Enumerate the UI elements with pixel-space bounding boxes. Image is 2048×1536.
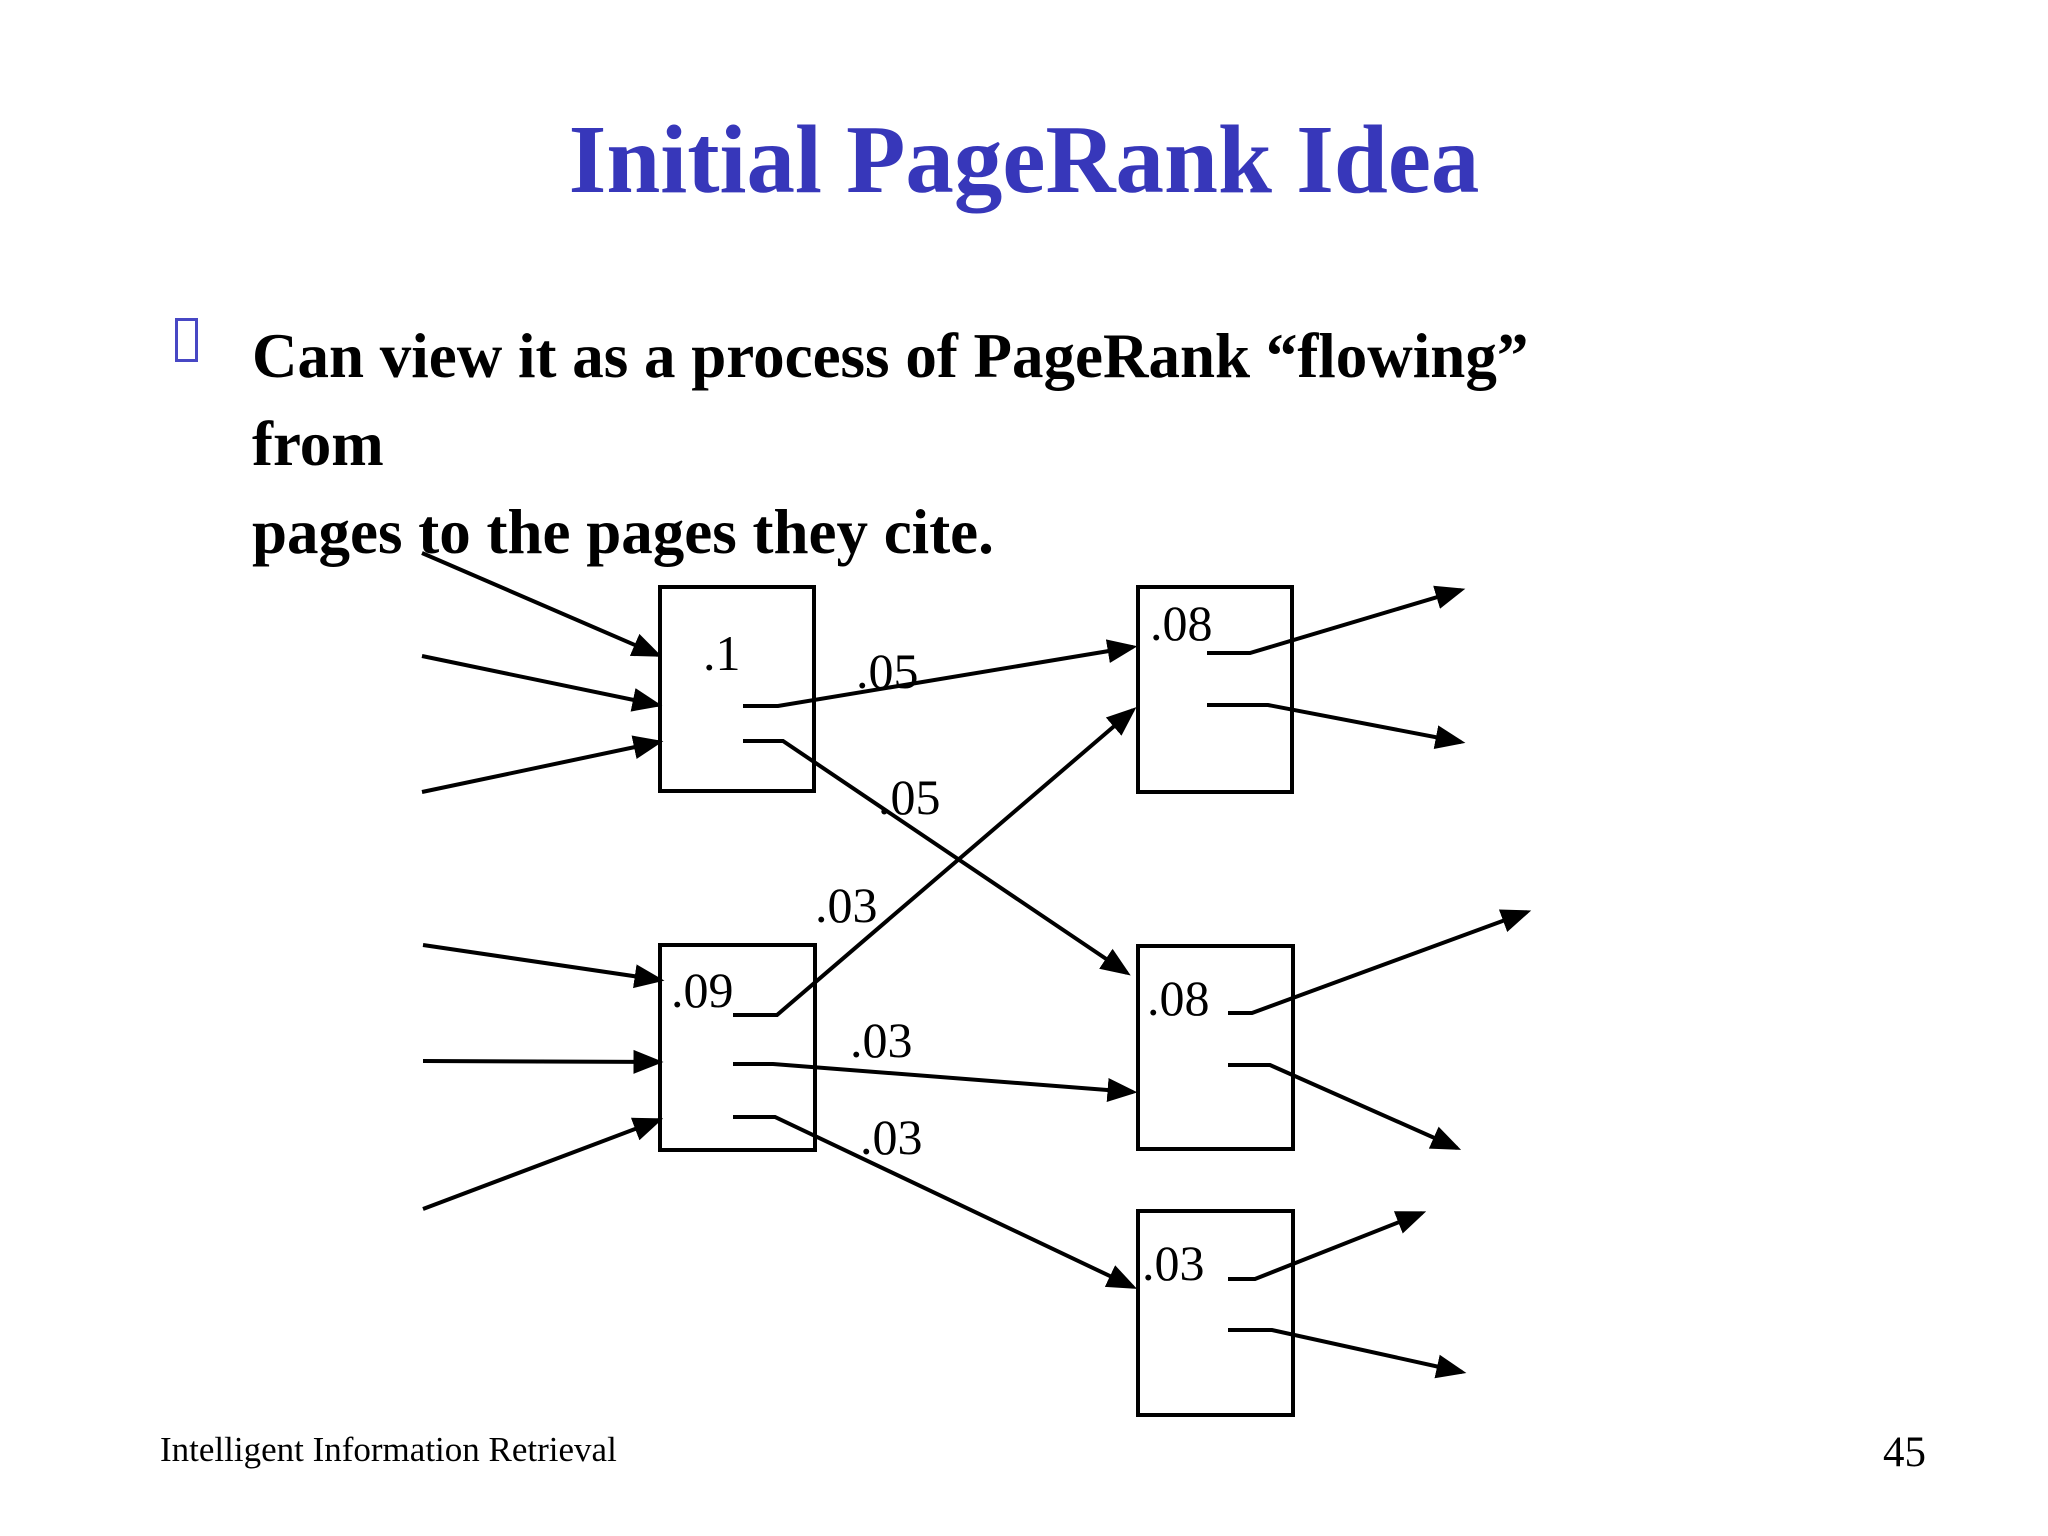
- edge-flow-09-to-08top: [733, 707, 1137, 1017]
- edge-flow-09-to-03: [733, 1115, 1138, 1289]
- edge-out-08mid-b: [1228, 1063, 1462, 1150]
- edge-weight-label-3: .03: [815, 877, 878, 933]
- square-bullet-icon: [175, 318, 198, 362]
- footer-course-name: Intelligent Information Retrieval: [160, 1430, 617, 1469]
- diagram-edge-labels: .05.05.03.03.03: [815, 643, 941, 1165]
- page-title: Initial PageRank Idea: [568, 106, 1480, 213]
- edge-out-03-b: [1228, 1328, 1467, 1379]
- edge-flow-1-to-08top: [743, 639, 1138, 708]
- edge-incoming-09-c: [422, 1117, 664, 1211]
- node-page-09-value-label: .09: [671, 962, 734, 1018]
- edge-weight-label-5: .03: [860, 1109, 923, 1165]
- slide-page-number: 45: [1883, 1429, 1926, 1476]
- node-page-1: [658, 585, 816, 793]
- edge-incoming-1-a: [421, 551, 663, 657]
- node-page-08-top-value-label: .08: [1150, 595, 1213, 651]
- edge-incoming-1-b: [421, 654, 663, 712]
- node-page-08-mid-value-label: .08: [1147, 970, 1210, 1026]
- edge-incoming-09-a: [422, 943, 665, 989]
- node-page-08-mid: [1136, 944, 1295, 1151]
- bullet-line-1: Can view it as a process of PageRank “fl…: [252, 321, 1529, 479]
- edge-out-03-a: [1228, 1211, 1427, 1281]
- edge-incoming-1-c: [421, 735, 664, 794]
- node-page-03-bottom: [1136, 1209, 1295, 1417]
- edge-out-08top-a: [1207, 585, 1466, 655]
- diagram-edges: [421, 551, 1532, 1379]
- node-page-1-value-label: .1: [703, 625, 741, 681]
- edge-weight-label-2: .05: [878, 769, 941, 825]
- node-page-03-bottom-value-label: .03: [1142, 1235, 1205, 1291]
- diagram-nodes: .1 .08 .09 .08 .03: [658, 585, 1295, 1417]
- bullet-text: Can view it as a process of PageRank “fl…: [252, 312, 1652, 576]
- edge-flow-1-to-08mid: [743, 739, 1131, 976]
- edge-out-08top-b: [1207, 703, 1466, 749]
- edge-incoming-09-b: [422, 1049, 664, 1074]
- edge-weight-label-1: .05: [856, 643, 919, 699]
- node-page-08-top: [1136, 585, 1294, 794]
- edge-weight-label-4: .03: [850, 1012, 913, 1068]
- bullet-line-2: pages to the pages they cite.: [252, 497, 994, 567]
- edge-out-08mid-a: [1228, 909, 1532, 1015]
- edge-flow-09-to-08mid: [733, 1062, 1138, 1102]
